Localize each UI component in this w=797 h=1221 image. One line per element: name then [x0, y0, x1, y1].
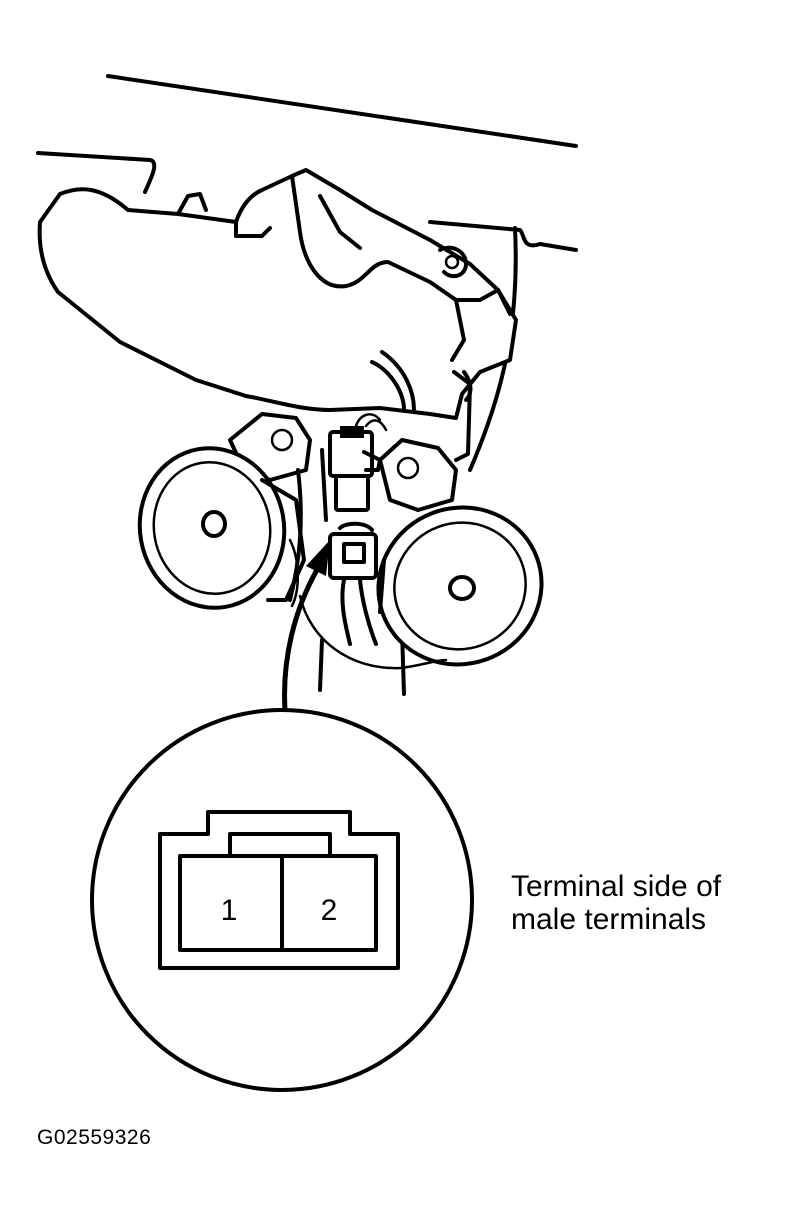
callout-caption: Terminal side of male terminals: [511, 870, 721, 936]
terminal-connector-face: 1 2: [158, 810, 400, 970]
pin-1-label: 1: [221, 894, 238, 927]
right-horn: [376, 505, 544, 667]
figure-id-label: G02559326: [37, 1126, 152, 1149]
left-horn: [137, 446, 306, 610]
harness-connector-lower: [298, 521, 448, 670]
caption-line-2: male terminals: [511, 903, 707, 936]
pointer-arrow: [282, 540, 330, 713]
upper-bracket-assembly: [37, 168, 518, 462]
horn-connector-upper: [328, 413, 388, 512]
pin-2-label: 2: [321, 894, 338, 927]
caption-line-1: Terminal side of: [511, 870, 722, 903]
